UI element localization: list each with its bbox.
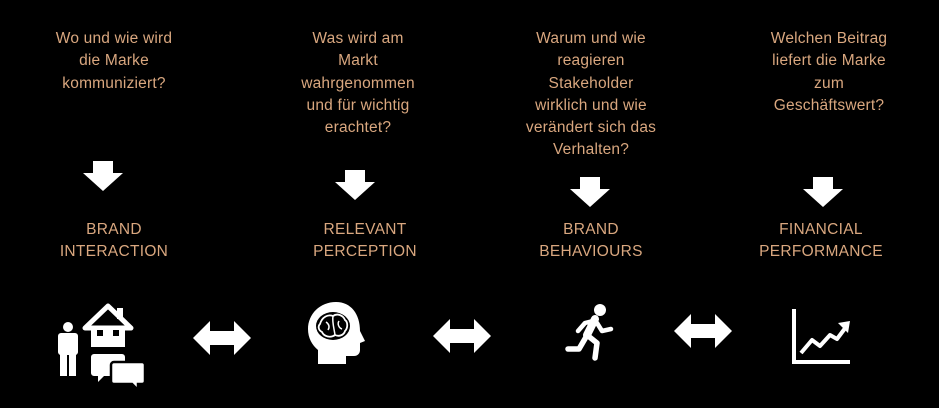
down-arrow-icon [570,177,610,207]
question-financial-performance: Welchen Beitrag liefert die Marke zum Ge… [770,30,888,114]
question-brand-behaviours: Warum und wie reagieren Stakeholder wirk… [525,30,657,159]
head-brain-icon [308,302,365,364]
line-chart-icon [792,309,850,364]
double-arrow-icon [193,321,251,355]
down-arrow-icon [335,170,375,200]
running-person-icon [565,304,614,361]
double-arrow-icon [433,319,491,353]
down-arrow-icon [803,177,843,207]
question-relevant-perception: Was wird am Markt wahrgenommen und für w… [301,30,415,137]
down-arrow-icon [83,161,123,191]
label-financial-performance: FINANCIAL PERFORMANCE [759,221,883,260]
label-relevant-perception: RELEVANT PERCEPTION [313,221,417,260]
person-house-chat-icon [58,303,146,388]
label-brand-interaction: BRAND INTERACTION [59,221,169,260]
double-arrow-icon [674,314,732,348]
label-brand-behaviours: BRAND BEHAVIOURS [539,221,643,260]
question-brand-interaction: Wo und wie wird die Marke kommuniziert? [55,30,173,92]
